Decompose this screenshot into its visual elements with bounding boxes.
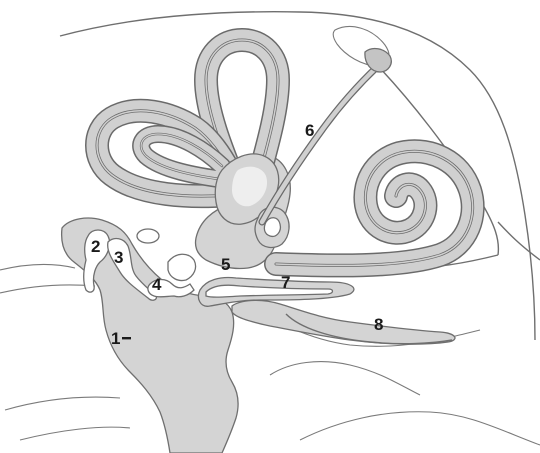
label-4: 4 bbox=[152, 275, 162, 294]
label-7: 7 bbox=[281, 273, 290, 292]
label-6: 6 bbox=[305, 121, 314, 140]
label-2: 2 bbox=[91, 237, 100, 256]
label-1: 1 bbox=[111, 329, 120, 348]
cochlea bbox=[276, 151, 473, 265]
label-8: 8 bbox=[374, 315, 383, 334]
label-5: 5 bbox=[221, 255, 230, 274]
label-1-pointer bbox=[122, 337, 131, 339]
stapes-footplate bbox=[168, 254, 196, 280]
lower-ducts bbox=[198, 278, 455, 345]
oval-window bbox=[137, 229, 159, 243]
label-3: 3 bbox=[114, 248, 123, 267]
